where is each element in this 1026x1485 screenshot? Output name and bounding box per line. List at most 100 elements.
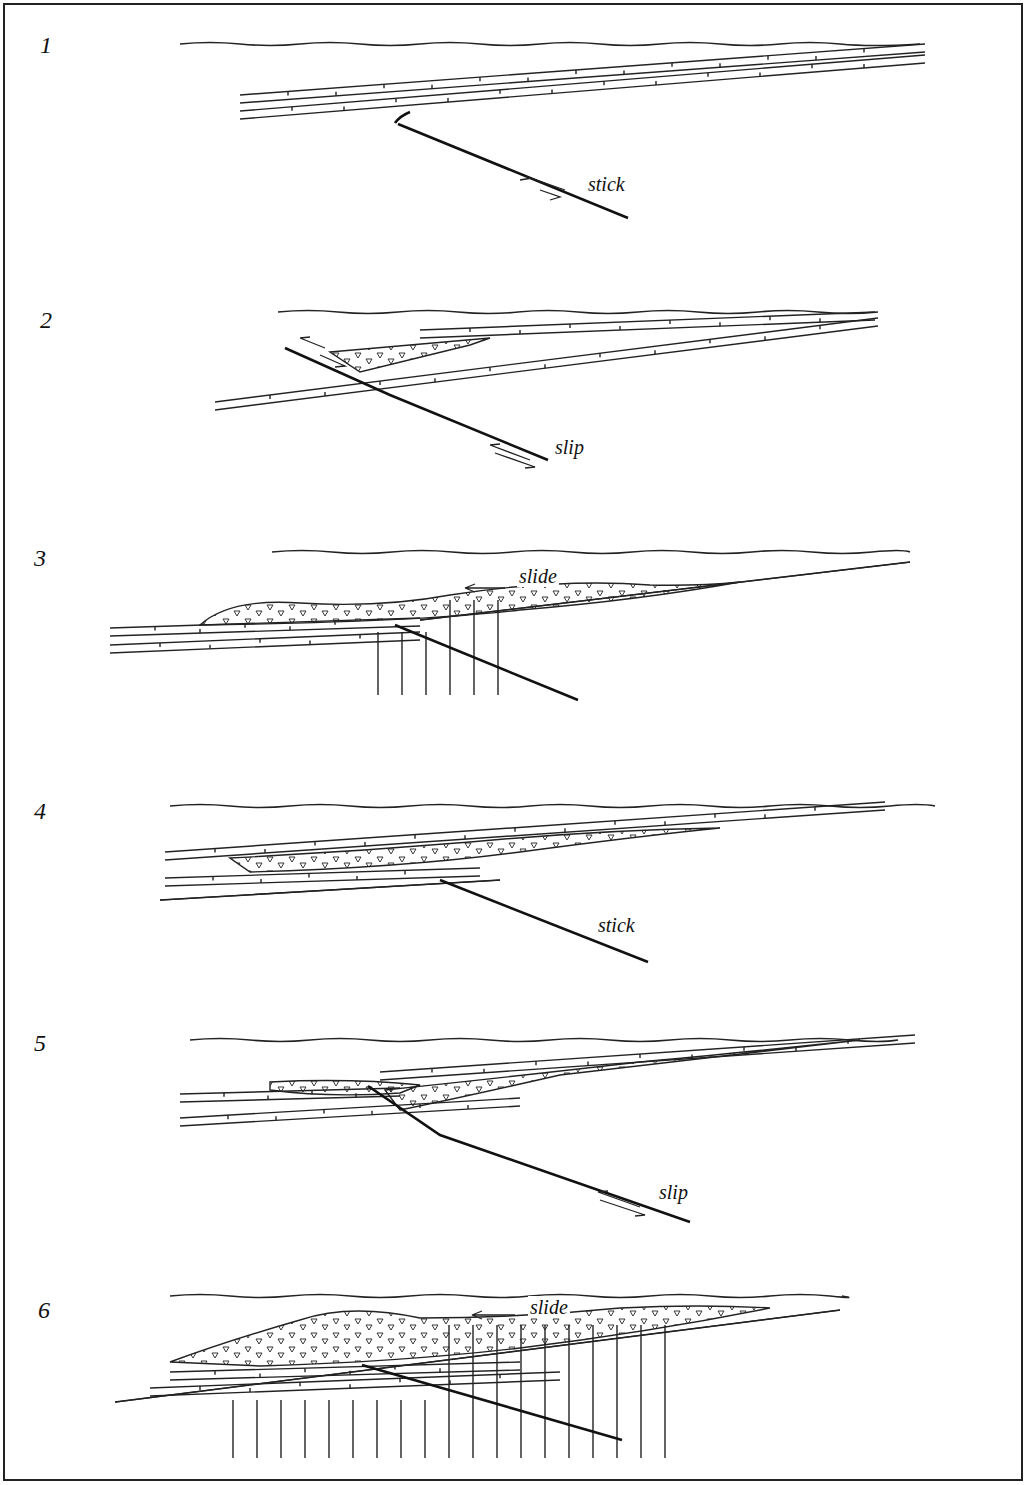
- stroke: [289, 626, 290, 630]
- stroke: [544, 364, 545, 368]
- stroke: [767, 56, 768, 60]
- stroke: [304, 1368, 305, 1372]
- stroke: [759, 72, 760, 76]
- stroke: [323, 1110, 324, 1114]
- stroke: [447, 98, 448, 102]
- stroke: [215, 326, 878, 410]
- stroke: [209, 645, 210, 649]
- stroke: [180, 1098, 520, 1118]
- stroke: [110, 640, 420, 653]
- stroke: [199, 1386, 200, 1390]
- stroke: [419, 1104, 420, 1108]
- stroke: [592, 1325, 593, 1458]
- stroke: [343, 106, 344, 110]
- stroke: [472, 1325, 473, 1458]
- stroke: [669, 320, 670, 324]
- motion-label: stick: [586, 173, 627, 195]
- stroke: [311, 1090, 312, 1094]
- stroke: [110, 632, 420, 645]
- stroke: [499, 1374, 500, 1378]
- stroke: [356, 876, 357, 880]
- stroke: [815, 56, 816, 60]
- stroke: [304, 1400, 305, 1458]
- stroke: [764, 336, 765, 340]
- stroke: [544, 1325, 545, 1458]
- stroke: [614, 821, 615, 825]
- panel-number: 5: [32, 1030, 48, 1056]
- stroke: [431, 85, 432, 89]
- stroke: [308, 873, 309, 877]
- stroke: [769, 316, 770, 320]
- stroke: [380, 1035, 915, 1072]
- stroke: [420, 562, 910, 620]
- stroke: [180, 1088, 400, 1094]
- frame: [4, 4, 1022, 1480]
- stroke: [425, 632, 426, 695]
- stroke: [654, 350, 655, 354]
- stroke: [267, 1096, 268, 1100]
- stroke: [395, 98, 396, 102]
- stroke: [483, 1069, 484, 1073]
- stroke: [309, 641, 310, 645]
- stroke: [223, 1093, 224, 1097]
- stroke: [377, 632, 378, 695]
- stroke: [599, 353, 600, 357]
- vertical-ruling: [233, 600, 665, 1458]
- stroke: [719, 63, 720, 67]
- stroke: [280, 1400, 281, 1458]
- stroke: [376, 1400, 377, 1458]
- stroke: [199, 629, 200, 633]
- panel-number: 2: [38, 307, 54, 333]
- stroke: [473, 600, 474, 695]
- stroke: [249, 1388, 250, 1392]
- stroke: [328, 1400, 329, 1458]
- stroke: [401, 632, 402, 695]
- stroke: [180, 1106, 520, 1126]
- stroke: [520, 1325, 521, 1458]
- stroke: [150, 1372, 560, 1388]
- stroke: [256, 1400, 257, 1458]
- stroke: [863, 49, 864, 53]
- stroke: [535, 1061, 536, 1065]
- stroke: [214, 849, 215, 853]
- stroke: [420, 562, 910, 620]
- stroke: [212, 876, 213, 880]
- fault-lines: [285, 112, 690, 1440]
- stroke: [214, 1371, 215, 1375]
- stroke: [264, 849, 265, 853]
- stroke: [259, 639, 260, 643]
- stroke: [469, 328, 470, 332]
- motion-label: slip: [657, 1181, 690, 1203]
- stroke: [404, 870, 405, 874]
- stroke: [269, 395, 270, 399]
- stroke: [499, 90, 500, 94]
- stroke: [110, 618, 420, 628]
- stroke: [691, 1054, 692, 1058]
- stroke: [709, 339, 710, 343]
- stroke: [150, 1380, 560, 1396]
- stroke: [424, 1400, 425, 1458]
- stroke: [489, 367, 490, 371]
- panel-number: 1: [38, 32, 54, 58]
- stroke: [603, 81, 604, 85]
- stroke: [655, 81, 656, 85]
- stroke: [434, 378, 435, 382]
- stroke: [154, 627, 155, 631]
- stroke: [587, 1062, 588, 1066]
- stroke: [115, 1310, 840, 1402]
- slip-arrows: [300, 176, 645, 1319]
- stroke: [359, 635, 360, 639]
- stroke: [355, 1093, 356, 1097]
- stroke: [259, 1373, 260, 1377]
- stroke: [569, 324, 570, 328]
- stroke: [551, 89, 552, 93]
- stroke: [575, 70, 576, 74]
- stroke: [619, 326, 620, 330]
- stroke: [371, 1111, 372, 1115]
- panel-number: 4: [32, 798, 48, 824]
- stroke: [260, 879, 261, 883]
- stroke: [819, 325, 820, 329]
- motion-label: slide: [528, 1296, 570, 1318]
- panel-number: 6: [36, 1297, 52, 1323]
- stroke: [240, 52, 925, 103]
